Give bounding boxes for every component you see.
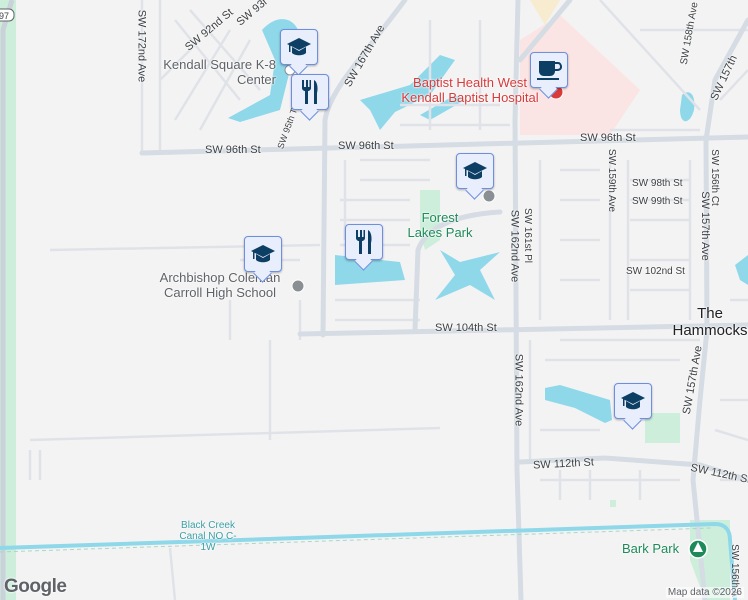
road-sw-96th-st <box>139 134 748 156</box>
street-label: SW 104th St <box>435 322 497 334</box>
commercial-area <box>530 0 560 25</box>
school-icon <box>621 392 645 410</box>
park-area <box>645 413 680 443</box>
street-label: SW 162nd Ave <box>508 209 521 283</box>
hospital-area <box>520 15 640 135</box>
street-label: SW 159th Ave <box>606 148 618 213</box>
school-icon <box>287 38 311 56</box>
road-sw-104th-st <box>297 322 748 337</box>
school-icon <box>251 245 275 263</box>
street-label: SW 157th Ave <box>698 191 711 261</box>
canal-path <box>0 527 713 553</box>
place-label-the-hammocks[interactable]: The Hammocks <box>672 305 748 339</box>
map-pin-restaurant[interactable] <box>345 224 383 260</box>
school-icon <box>463 162 487 180</box>
map-attribution[interactable]: Map data ©2026 <box>665 587 744 598</box>
place-label-kendall-square[interactable]: Kendall Square K-8 Center <box>163 57 276 87</box>
street-label: SW 96th St <box>580 132 636 144</box>
street-label: SW 96th St <box>205 144 261 156</box>
highway-shield-label: 97 <box>0 11 9 21</box>
street-label: SW 162nd Ave <box>512 353 525 427</box>
street-label: SW 161st Pl <box>522 207 534 264</box>
street-label: SW 96th St <box>338 140 394 152</box>
road-sw-167th-ave <box>320 0 408 338</box>
place-label-line: Baptist Health West <box>413 75 527 90</box>
place-label-bark-park[interactable]: Bark Park <box>622 541 680 556</box>
place-label-black-creek-canal: Black Creek Canal NO C-1W <box>179 520 237 553</box>
road-diagonal <box>517 0 573 63</box>
highway-shield <box>0 8 15 22</box>
map-pin-school[interactable] <box>244 236 282 272</box>
restaurant-icon <box>356 230 372 254</box>
road-sw-157th-ave <box>690 17 748 600</box>
road-sw-112th-st <box>517 455 748 483</box>
street-label: SW 98th St <box>632 178 683 189</box>
school-poi-icon[interactable] <box>482 189 496 203</box>
black-creek-canal <box>0 521 737 600</box>
street-label: SW 172nd Ave <box>135 9 148 83</box>
street-label: SW 99th St <box>632 196 683 207</box>
map-pin-restaurant[interactable] <box>291 74 329 110</box>
place-label-archbishop-coleman-carroll[interactable]: Archbishop Coleman Carroll High School <box>159 270 281 300</box>
school-poi-icon[interactable] <box>291 279 305 293</box>
tree-glyph <box>693 542 703 552</box>
place-label-line: Kendall Baptist Hospital <box>401 90 539 105</box>
google-logo[interactable]: Google <box>4 576 67 597</box>
place-label-forest-lakes-park[interactable]: Forest Lakes Park <box>407 210 473 240</box>
street-label: SW 102nd St <box>626 266 685 277</box>
map-pin-school[interactable] <box>614 383 652 419</box>
map-pin-school[interactable] <box>280 29 318 65</box>
map-pin-school[interactable] <box>456 153 494 189</box>
cafe-icon <box>537 61 563 80</box>
minor-roads <box>28 0 748 600</box>
restaurant-icon <box>302 80 318 104</box>
road-forest-lakes <box>412 209 503 333</box>
major-roads <box>139 0 748 600</box>
map-pin-cafe[interactable] <box>530 52 568 88</box>
small-park <box>610 500 616 507</box>
